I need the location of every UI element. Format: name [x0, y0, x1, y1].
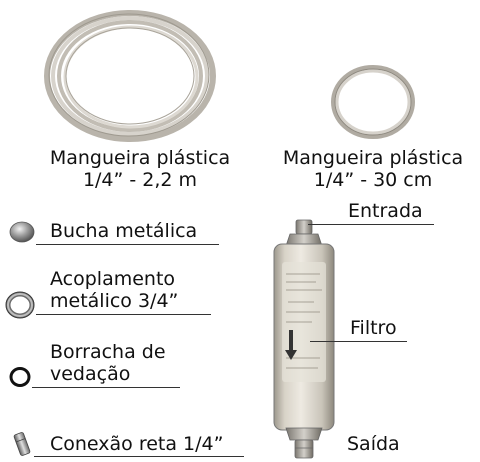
straight-connector-icon	[13, 432, 31, 456]
short-hose-coil-illustration	[331, 65, 415, 139]
rubber-seal-label-line1: Borracha de	[50, 341, 166, 363]
straight-connector-underline	[34, 456, 244, 457]
long-hose-caption-line1: Mangueira plástica	[49, 147, 231, 169]
long-hose-coil-illustration	[44, 10, 216, 142]
water-filter-illustration	[273, 219, 335, 459]
metal-bushing-label: Bucha metálica	[50, 220, 198, 242]
rubber-seal-label: Borracha de vedação	[50, 341, 166, 385]
inlet-label: Entrada	[348, 200, 423, 222]
long-hose-caption: Mangueira plástica 1/4” - 2,2 m	[30, 147, 250, 191]
metal-coupling-label: Acoplamento metálico 3/4”	[50, 268, 178, 312]
metal-coupling-label-line1: Acoplamento	[50, 268, 176, 290]
rubber-seal-label-line2: vedação	[50, 363, 131, 385]
long-hose-caption-line2: 1/4” - 2,2 m	[82, 169, 198, 191]
rubber-seal-underline	[32, 387, 180, 388]
metal-coupling-underline	[36, 314, 211, 315]
metal-bushing-icon	[9, 221, 35, 243]
outlet-label: Saída	[347, 433, 400, 455]
metal-coupling-icon	[5, 291, 35, 319]
filter-body-label: Filtro	[350, 317, 397, 339]
short-hose-caption: Mangueira plástica 1/4” - 30 cm	[263, 147, 480, 191]
filter-body-underline	[310, 341, 407, 342]
rubber-seal-icon	[9, 367, 31, 387]
short-hose-caption-line2: 1/4” - 30 cm	[313, 169, 433, 191]
straight-connector-label: Conexão reta 1/4”	[50, 433, 224, 455]
inlet-underline	[308, 224, 434, 225]
short-hose-caption-line1: Mangueira plástica	[282, 147, 464, 169]
metal-coupling-label-line2: metálico 3/4”	[50, 290, 179, 312]
metal-bushing-underline	[36, 244, 219, 245]
